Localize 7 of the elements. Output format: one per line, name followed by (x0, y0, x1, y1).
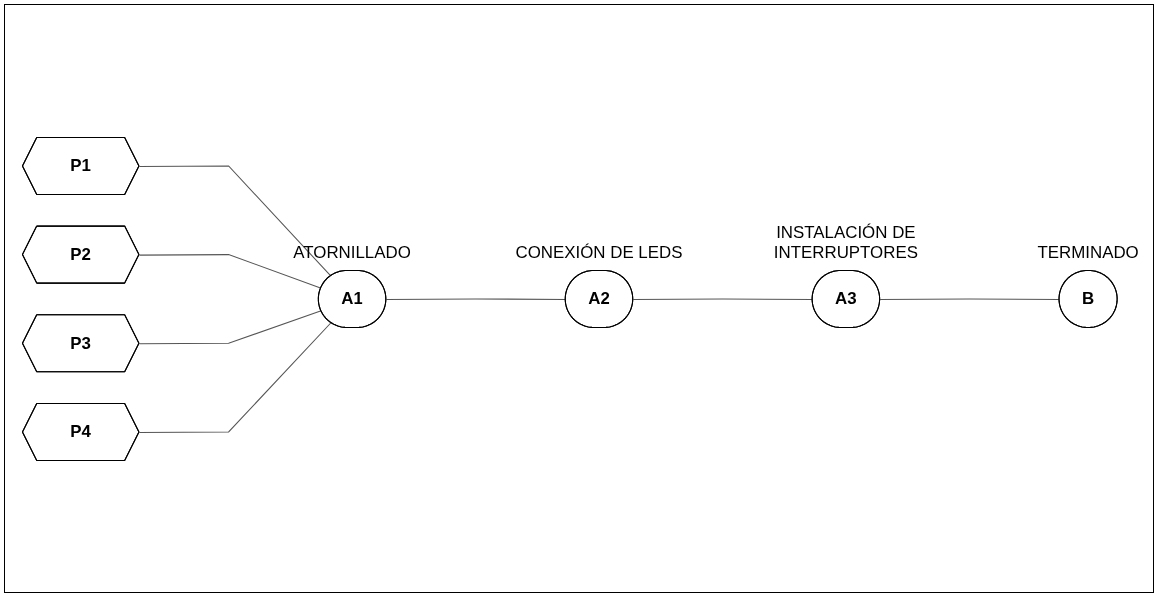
connector (138, 309, 322, 344)
step-caption: ATORNILLADO (293, 242, 411, 262)
step-caption: CONEXIÓN DE LEDS (515, 242, 683, 262)
connector (138, 321, 332, 433)
step-caption: TERMINADO (1037, 242, 1139, 262)
step-caption: INSTALACIÓN DE INTERRUPTORES (773, 222, 918, 262)
connector (138, 164, 332, 277)
